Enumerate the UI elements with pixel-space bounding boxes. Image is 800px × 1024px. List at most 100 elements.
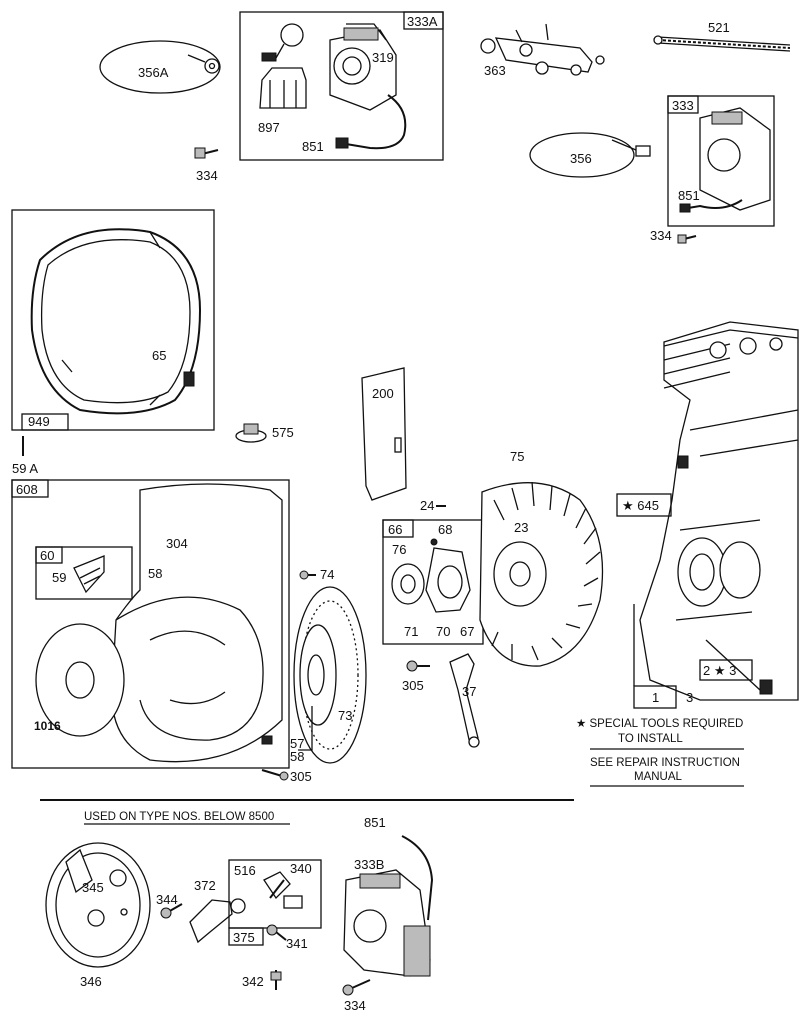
screw-334-bottom: [342, 979, 371, 996]
label-200: 200: [372, 386, 394, 401]
kit-tag-333: [667, 95, 699, 114]
label-608: 608: [16, 482, 38, 497]
label-68: 68: [438, 522, 452, 537]
flywheel-cup-345: [45, 842, 151, 968]
label-37: 37: [462, 684, 476, 699]
label-23: 23: [514, 520, 528, 535]
label-516: 516: [234, 863, 256, 878]
rewind-starter-73: [293, 586, 367, 764]
label-645: ★ 645: [622, 498, 659, 513]
screen-clip-59: [73, 555, 105, 594]
armature-333B: [343, 835, 434, 977]
label-60: 60: [40, 548, 54, 563]
label-59: 59: [52, 570, 66, 585]
label-71: 71: [404, 624, 418, 639]
flywheel-75: [479, 481, 604, 667]
repair-note-2: MANUAL: [634, 771, 683, 783]
screw-334-top: [194, 147, 219, 159]
kit-box-333: [667, 95, 775, 227]
ground-wire-356: [529, 132, 651, 178]
label-345: 345: [82, 880, 104, 895]
kit-tag-608: [11, 479, 49, 498]
label-333B: 333B: [354, 857, 384, 872]
label-70: 70: [436, 624, 450, 639]
leader-57-58: [298, 706, 313, 751]
screw-305-lower: [261, 769, 289, 781]
label-363: 363: [484, 63, 506, 78]
kit-box-1: [633, 685, 677, 709]
label-1: 1: [652, 690, 659, 705]
label-24: 24: [420, 498, 434, 513]
label-304: 304: [166, 536, 188, 551]
repair-note-1: SEE REPAIR INSTRUCTION: [590, 757, 740, 769]
armature-319: [329, 23, 407, 150]
label-344: 344: [156, 892, 178, 907]
screw-341: [266, 924, 287, 941]
starter-clutch-70: [391, 538, 471, 613]
label-319: 319: [372, 50, 394, 65]
screw-344: [160, 903, 183, 919]
washer-1016: [35, 623, 125, 737]
bracket-372: [189, 899, 233, 944]
label-75: 75: [510, 449, 524, 464]
label-76: 76: [392, 542, 406, 557]
kit-tag-949: [21, 413, 69, 431]
kit-box-608: [11, 479, 290, 769]
bracket-37: [449, 653, 480, 748]
label-356A: 356A: [138, 65, 169, 80]
spring-521: [653, 35, 791, 52]
tool-box-2-3: [699, 659, 753, 681]
label-375: 375: [233, 930, 255, 945]
kit-box-333A: [239, 11, 444, 161]
kit-tag-333A: [403, 11, 444, 30]
label-59A: 59 A: [12, 461, 38, 476]
kit-box-949: [11, 209, 215, 431]
label-342: 342: [242, 974, 264, 989]
label-575: 575: [272, 425, 294, 440]
label-305a: 305: [290, 769, 312, 784]
kit-tag-60: [35, 546, 63, 564]
label-1016: 1016: [34, 719, 61, 733]
cylinder-block: [639, 321, 799, 701]
label-2-3: 2 ★ 3: [703, 663, 736, 678]
label-67: 67: [460, 624, 474, 639]
governor-parts-516-340: [230, 871, 303, 914]
kit-box-60: [35, 546, 133, 600]
label-851c: 851: [364, 815, 386, 830]
label-334a: 334: [196, 168, 218, 183]
used-on-note: USED ON TYPE NOS. BELOW 8500: [84, 811, 274, 823]
special-tools-note-1: ★ SPECIAL TOOLS REQUIRED: [576, 718, 743, 730]
screw-305-mid: [406, 660, 430, 672]
ground-wire-356A: [99, 40, 221, 94]
label-65: 65: [152, 348, 166, 363]
label-334c: 334: [344, 998, 366, 1013]
label-333: 333: [672, 98, 694, 113]
grommet-575: [235, 423, 267, 443]
kit-tag-66: [382, 519, 414, 538]
screw-334-right: [677, 234, 697, 244]
screw-74: [299, 570, 316, 580]
label-897: 897: [258, 120, 280, 135]
label-372: 372: [194, 878, 216, 893]
label-340: 340: [290, 861, 312, 876]
blower-housing-304: [111, 483, 283, 763]
label-333A: 333A: [407, 14, 438, 29]
label-305b: 305: [402, 678, 424, 693]
label-57: 57: [290, 736, 304, 751]
armature-897: [259, 23, 307, 109]
label-356: 356: [570, 151, 592, 166]
label-341: 341: [286, 936, 308, 951]
special-tools-note-2: TO INSTALL: [618, 733, 683, 745]
armature-333: [679, 107, 771, 213]
label-521: 521: [708, 20, 730, 35]
shield-200: [361, 367, 407, 501]
air-guide-65: [30, 228, 202, 415]
label-334b: 334: [650, 228, 672, 243]
label-851b: 851: [678, 188, 700, 203]
label-74: 74: [320, 567, 334, 582]
label-66: 66: [388, 522, 402, 537]
label-851a: 851: [302, 139, 324, 154]
label-346: 346: [80, 974, 102, 989]
label-58b: 58: [290, 749, 304, 764]
stop-switch-363: [480, 23, 605, 76]
